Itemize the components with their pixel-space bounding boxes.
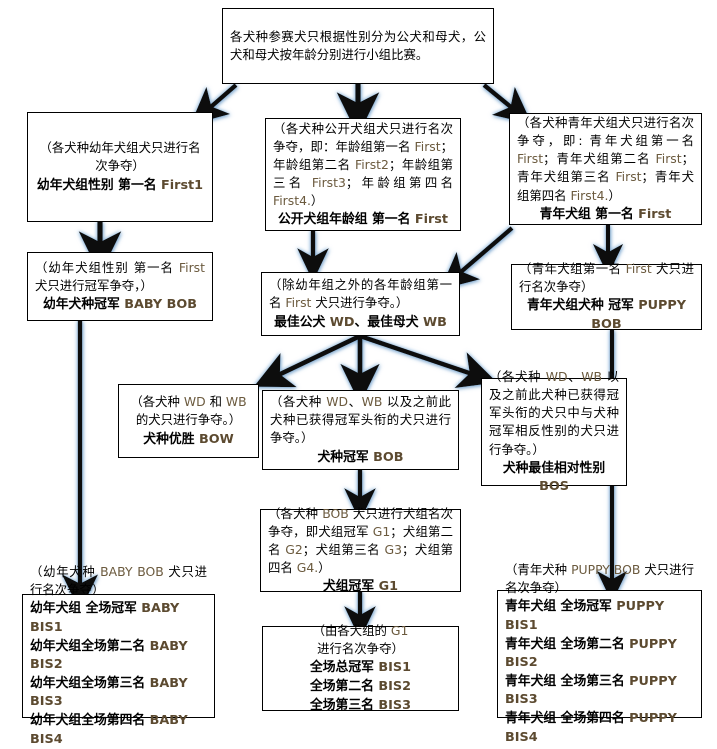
- edge-wdwb-to-bow: [253, 333, 361, 388]
- node-group-g1[interactable]: （各犬种 BOB 犬只进行犬组名次争夺，即犬组冠军 G1；犬组第二名 G2；犬组…: [260, 506, 461, 594]
- node-puppy-bis-result-4: 青年犬组 全场第四名 PUPPY BIS4: [505, 711, 677, 745]
- node-puppy-group-result: 青年犬组 第一名 First: [539, 206, 672, 222]
- node-wd-wb-result: 最佳公犬 WD、最佳母犬 WB: [274, 314, 447, 330]
- node-baby-group[interactable]: （各犬种幼年犬组犬只进行名次争夺） 幼年犬组性别 第一名 First1: [27, 112, 213, 222]
- node-baby-bis-result-4: 幼年犬组全场第四名 BABY BIS4: [30, 713, 188, 747]
- node-group-g1-desc: （各犬种 BOB 犬只进行犬组名次争夺，即犬组冠军 G1；犬组第二名 G2；犬组…: [268, 505, 453, 576]
- node-bob-desc: （各犬种 WD、WB 以及之前此犬种已获得冠军头衔的犬只进行争夺。）: [270, 394, 451, 446]
- node-bow[interactable]: （各犬种 WD 和 WB 的犬只进行争夺。） 犬种优胜 BOW: [118, 384, 259, 458]
- edge-intro-to-puppy-group: [482, 83, 532, 125]
- node-bos-desc: （各犬种 WD、WB 以及之前此犬种已获得冠军头衔的犬只中与犬种冠军相反性别的犬…: [489, 369, 619, 457]
- node-puppy-group-desc: （各犬种青年犬组犬只进行名次争夺，即: 青年犬组第一名 First；青年犬组第二…: [517, 115, 694, 203]
- node-bob[interactable]: （各犬种 WD、WB 以及之前此犬种已获得冠军头衔的犬只进行争夺。） 犬种冠军 …: [262, 390, 459, 470]
- node-baby-bis-desc: （幼年犬种 BABY BOB 犬只进行名次争夺）: [30, 564, 207, 598]
- node-baby-group-result: 幼年犬组性别 第一名 First1: [36, 177, 204, 193]
- node-puppy-bis-desc: （青年犬种 PUPPY BOB 犬只进行名次争夺）: [505, 562, 694, 596]
- node-baby-bis-result-2: 幼年犬组全场第二名 BABY BIS2: [30, 638, 188, 672]
- node-intro-desc: 各犬种参赛犬只根据性别分为公犬和母犬，公犬和母犬按年龄分别进行小组比赛。: [230, 28, 486, 62]
- node-puppy-bis[interactable]: （青年犬种 PUPPY BOB 犬只进行名次争夺） 青年犬组 全场冠军 PUPP…: [497, 562, 702, 745]
- edge-intro-to-baby-group: [190, 83, 238, 125]
- node-puppy-bob-result: 青年犬组犬种 冠军 PUPPY BOB: [526, 298, 687, 332]
- node-bob-result: 犬种冠军 BOB: [317, 449, 404, 465]
- node-baby-group-desc: （各犬种幼年犬组犬只进行名次争夺）: [39, 140, 201, 174]
- node-puppy-bob[interactable]: （青年犬组第一名 First 犬只进行名次争夺） 青年犬组犬种 冠军 PUPPY…: [511, 261, 702, 332]
- node-bis-result-2: 全场第二名 BIS2: [309, 679, 412, 695]
- node-baby-bob-desc: （幼年犬组性别 第一名 First 犬只进行冠军争夺，）: [35, 259, 205, 293]
- node-baby-bis[interactable]: （幼年犬种 BABY BOB 犬只进行名次争夺） 幼年犬组 全场冠军 BABY …: [22, 564, 215, 747]
- node-open-age-group[interactable]: （各犬种公开犬组犬只进行名次争夺，即：年龄组第一名 First；年龄组第二名 F…: [265, 118, 461, 231]
- node-open-age-group-result: 公开犬组年龄组 第一名 First: [277, 212, 449, 228]
- node-wd-wb[interactable]: （除幼年组之外的各年龄组第一名 First 犬只进行争夺。） 最佳公犬 WD、最…: [261, 272, 460, 336]
- node-group-g1-result: 犬组冠军 G1: [322, 579, 399, 595]
- node-intro[interactable]: 各犬种参赛犬只根据性别分为公犬和母犬，公犬和母犬按年龄分别进行小组比赛。: [222, 8, 494, 84]
- node-puppy-bis-result-3: 青年犬组 全场第三名 PUPPY BIS3: [505, 674, 677, 708]
- node-bow-desc: （各犬种 WD 和 WB 的犬只进行争夺。）: [130, 394, 247, 428]
- node-puppy-bis-result-1: 青年犬组 全场冠军 PUPPY BIS1: [505, 599, 665, 633]
- node-baby-bis-result-1: 幼年犬组 全场冠军 BABY BIS1: [30, 601, 180, 635]
- edge-puppy-group-to-wdwb: [440, 226, 514, 290]
- node-bos-result: 犬种最佳相对性别 BOS: [502, 460, 606, 494]
- edge-wdwb-to-bos: [359, 333, 498, 388]
- node-open-age-group-desc: （各犬种公开犬组犬只进行名次争夺，即：年龄组第一名 First；年龄组第二名 F…: [273, 120, 453, 209]
- node-baby-bob[interactable]: （幼年犬组性别 第一名 First 犬只进行冠军争夺，） 幼年犬种冠军 BABY…: [27, 252, 213, 321]
- node-bis-result-3: 全场第三名 BIS3: [309, 698, 412, 714]
- node-bow-result: 犬种优胜 BOW: [143, 431, 234, 447]
- node-baby-bob-result: 幼年犬种冠军 BABY BOB: [42, 297, 198, 313]
- node-puppy-bob-desc: （青年犬组第一名 First 犬只进行名次争夺）: [519, 261, 694, 295]
- node-bos[interactable]: （各犬种 WD、WB 以及之前此犬种已获得冠军头衔的犬只中与犬种冠军相反性别的犬…: [481, 369, 627, 494]
- node-wd-wb-desc: （除幼年组之外的各年龄组第一名 First 犬只进行争夺。）: [269, 277, 452, 311]
- node-puppy-bis-result-2: 青年犬组 全场第二名 PUPPY BIS2: [505, 636, 677, 670]
- node-bis-result-1: 全场总冠军 BIS1: [309, 659, 412, 675]
- node-bis[interactable]: （由各犬组的 G1 进行名次争夺） 全场总冠军 BIS1 全场第二名 BIS2 …: [262, 623, 459, 713]
- node-puppy-group[interactable]: （各犬种青年犬组犬只进行名次争夺，即: 青年犬组第一名 First；青年犬组第二…: [509, 113, 702, 225]
- node-baby-bis-result-3: 幼年犬组全场第三名 BABY BIS3: [30, 676, 188, 710]
- node-bis-desc: （由各犬组的 G1 进行名次争夺）: [312, 622, 409, 656]
